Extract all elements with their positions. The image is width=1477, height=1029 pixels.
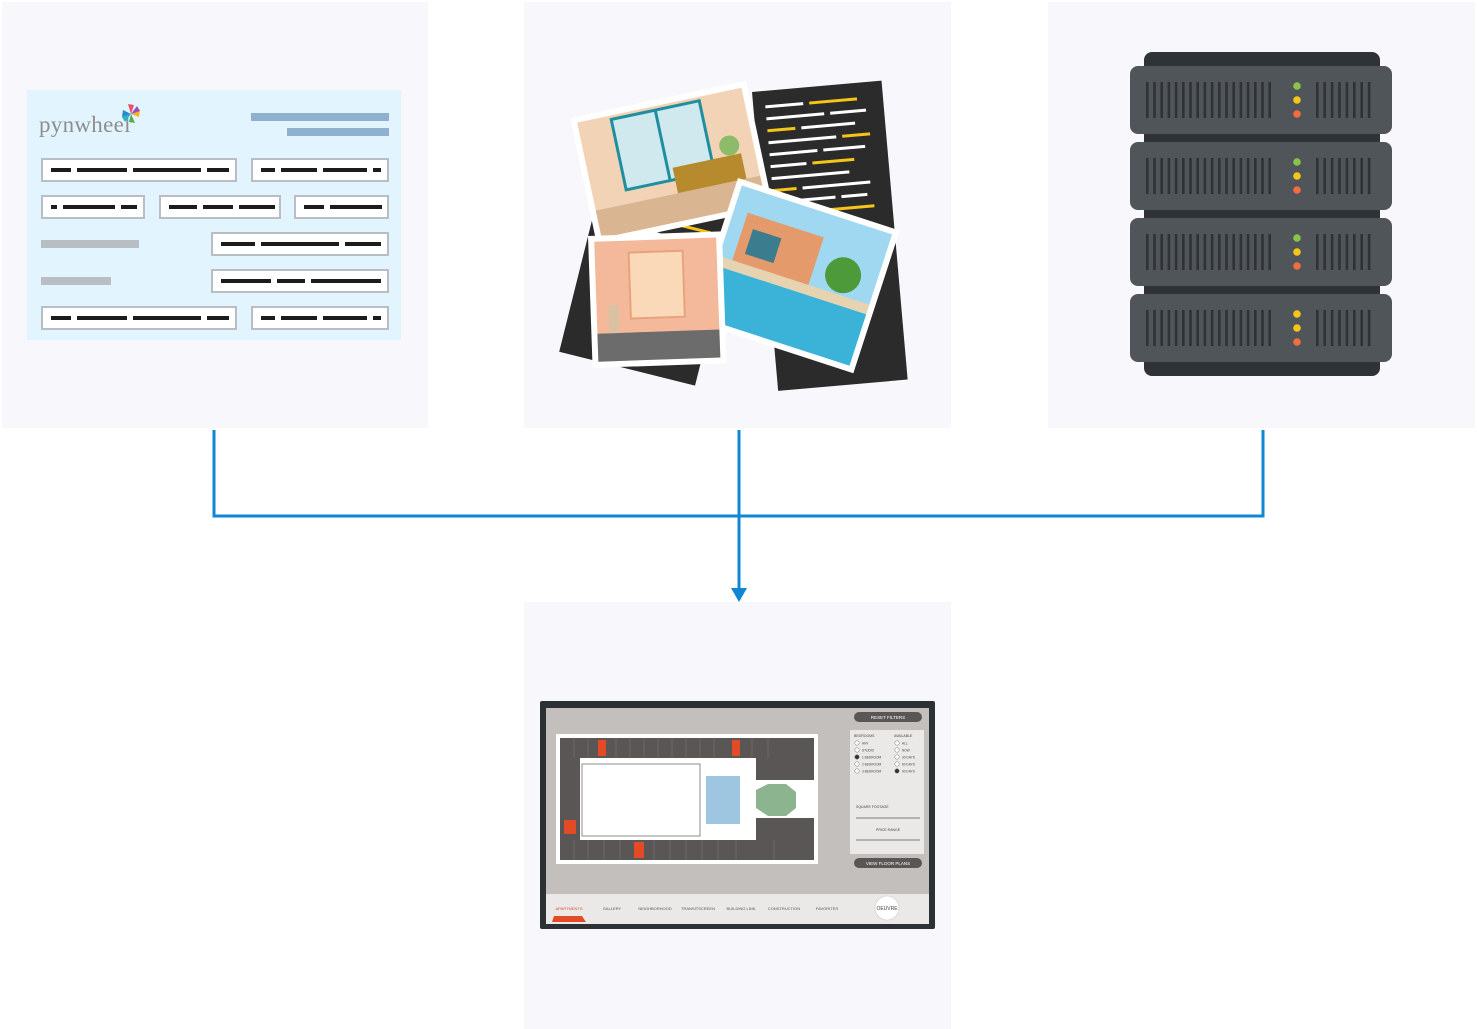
filter-option-label: 3 BEDROOM (862, 769, 881, 773)
filter-option-label: 1 BEDROOM (862, 755, 881, 759)
filter-radio (894, 761, 900, 767)
status-led (1293, 172, 1301, 180)
filter-heading-right: AVAILABLE (894, 734, 913, 738)
status-led (1293, 186, 1301, 194)
photos-and-documents-icon (559, 80, 908, 391)
brand-badge (874, 895, 900, 921)
square-footage-label: SQUARE FOOTAGE (856, 805, 889, 809)
filter-option-label: STUDIO (862, 748, 875, 752)
status-led (1293, 234, 1301, 242)
text-field (211, 232, 389, 256)
view-floor-plans-button (854, 858, 922, 868)
filter-radio (854, 768, 860, 774)
reset-filters-label: RESET FILTERS (871, 715, 905, 720)
text-field (41, 195, 145, 219)
filter-radio (854, 754, 860, 760)
filter-radio (854, 747, 860, 753)
status-led (1293, 96, 1301, 104)
filter-box (850, 730, 924, 854)
server-unit (1130, 66, 1392, 134)
nav-item: APARTMENTS (556, 906, 583, 911)
filter-radio (854, 761, 860, 767)
status-led (1293, 310, 1301, 318)
filter-option-label: 30 DAYS (902, 755, 915, 759)
text-field (41, 306, 237, 330)
label-line (41, 277, 111, 285)
media-panel (524, 2, 951, 428)
filter-radio (894, 768, 900, 774)
status-led (1293, 248, 1301, 256)
arrowhead (731, 588, 747, 602)
pinwheel-icon (122, 104, 140, 123)
filter-option-label: 2 BEDROOM (862, 762, 881, 766)
label-line (41, 240, 139, 248)
server-rack-icon (1130, 52, 1392, 376)
nav-item: FAVORITES (816, 906, 838, 911)
heading-line (251, 113, 389, 121)
server-unit (1130, 142, 1392, 210)
text-field (211, 269, 389, 293)
filter-option-label: 90 DAYS (902, 769, 915, 773)
filter-option-label: NOW (902, 748, 910, 752)
screen-panel: RESET FILTERS BEDROOMS AVAILABLE ANY STUD… (524, 602, 951, 1029)
nav-item: CONSTRUCTION (768, 906, 800, 911)
status-led (1293, 262, 1301, 270)
server-panel (1048, 2, 1475, 428)
status-led (1293, 324, 1301, 332)
status-led (1293, 158, 1301, 166)
nav-item: GALLERY (603, 906, 622, 911)
filter-radio (854, 740, 860, 746)
price-range-label: PRICE RANGE (876, 828, 901, 832)
text-field (41, 158, 237, 182)
filter-radio (894, 747, 900, 753)
server-unit (1130, 218, 1392, 286)
status-led (1293, 338, 1301, 346)
filter-heading-left: BEDROOMS (854, 734, 875, 738)
filter-radio (894, 754, 900, 760)
filter-option-label: ALL (902, 741, 908, 745)
filter-option-label: ANY (862, 741, 869, 745)
brand-mark: OEUVRE (876, 906, 898, 912)
villa-photo (691, 178, 900, 374)
bottom-nav (546, 894, 929, 924)
form-panel: pynwheel (2, 2, 428, 428)
filter-radio (894, 740, 900, 746)
reset-filters-button (854, 712, 922, 722)
nav-item: TRANSITSCREEN (681, 906, 715, 911)
pynwheel-logo: pynwheel (39, 104, 140, 138)
nav-item: NEIGHBORHOOD (638, 906, 671, 911)
connector-right (739, 430, 1265, 518)
status-led (1293, 82, 1301, 90)
logo-text: pynwheel (39, 112, 131, 137)
view-floor-plans-label: VIEW FLOOR PLANS (866, 861, 910, 866)
text-field (251, 306, 389, 330)
connector-left (212, 430, 739, 518)
subheading-line (287, 128, 389, 136)
form-card: pynwheel (27, 90, 401, 340)
text-field (251, 158, 389, 182)
filter-option-label: 60 DAYS (902, 762, 915, 766)
text-field (294, 195, 389, 219)
text-field (159, 195, 281, 219)
interior-photo (588, 231, 727, 368)
living-room-photo (570, 80, 774, 246)
server-unit (1130, 294, 1392, 362)
status-led (1293, 110, 1301, 118)
nav-item: BUILDING LINK (727, 906, 756, 911)
floor-plan-kiosk-icon: RESET FILTERS BEDROOMS AVAILABLE ANY STUD… (540, 701, 935, 929)
